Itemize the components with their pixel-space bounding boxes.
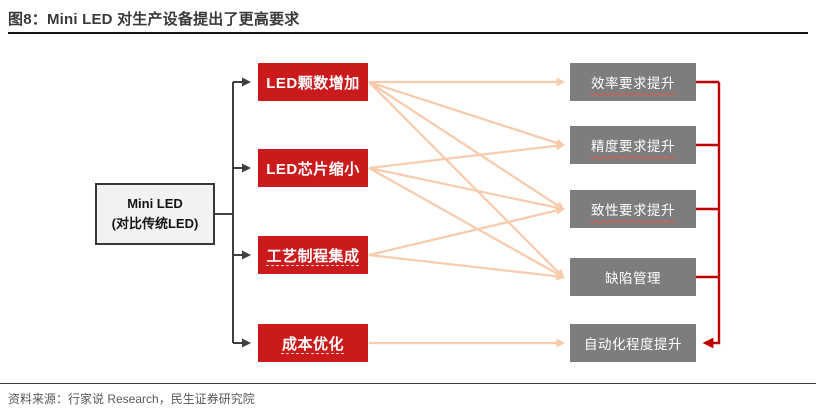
footer-rule [0, 383, 816, 384]
effect-label: 自动化程度提升 [584, 337, 682, 352]
cause-label: LED颗数增加 [266, 74, 360, 92]
cause-label: 工艺制程集成 [266, 247, 360, 265]
node-effect-automation: 自动化程度提升 [570, 324, 696, 362]
mini-led-label-line1: Mini LED [127, 196, 183, 212]
cause-label: LED芯片缩小 [266, 160, 360, 178]
effect-label: 缺陷管理 [605, 271, 661, 286]
effect-label: 精度要求提升 [591, 139, 675, 154]
node-cause-led-count-increase: LED颗数增加 [258, 63, 368, 101]
cause-label: 成本优化 [281, 335, 344, 353]
source-note: 资料来源：行家说 Research，民生证券研究院 [8, 392, 255, 406]
node-effect-defect-management: 缺陷管理 [570, 258, 696, 296]
node-cause-cost-optimization: 成本优化 [258, 324, 368, 362]
node-cause-chip-shrink: LED芯片缩小 [258, 149, 368, 187]
node-effect-precision: 精度要求提升 [570, 126, 696, 164]
title-underline [8, 32, 808, 34]
effect-label: 致性要求提升 [591, 203, 675, 218]
node-mini-led: Mini LED (对比传统LED) [95, 183, 215, 245]
node-effect-consistency: 致性要求提升 [570, 190, 696, 228]
node-cause-process-integration: 工艺制程集成 [258, 236, 368, 274]
effect-label: 效率要求提升 [591, 76, 675, 91]
node-effect-efficiency: 效率要求提升 [570, 63, 696, 101]
mini-led-label-line2: (对比传统LED) [111, 215, 199, 231]
figure-title: 图8：Mini LED 对生产设备提出了更高要求 [8, 11, 300, 28]
